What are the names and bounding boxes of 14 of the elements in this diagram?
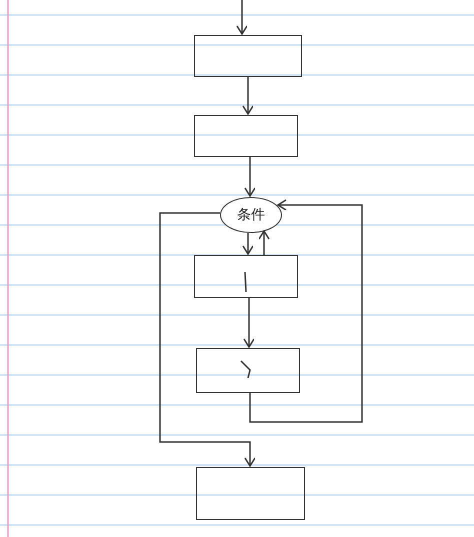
arrow <box>242 77 254 115</box>
process-box <box>194 255 298 298</box>
arrow <box>258 230 270 255</box>
process-box <box>196 348 300 393</box>
arrow <box>236 0 248 35</box>
process-box <box>194 35 302 77</box>
arrow <box>249 199 363 423</box>
arrow <box>243 298 255 348</box>
process-box <box>194 115 298 157</box>
condition-label: 条件 <box>237 206 265 224</box>
process-box <box>196 467 305 520</box>
arrow <box>159 212 256 467</box>
arrow <box>242 233 254 255</box>
arrow <box>244 157 256 197</box>
